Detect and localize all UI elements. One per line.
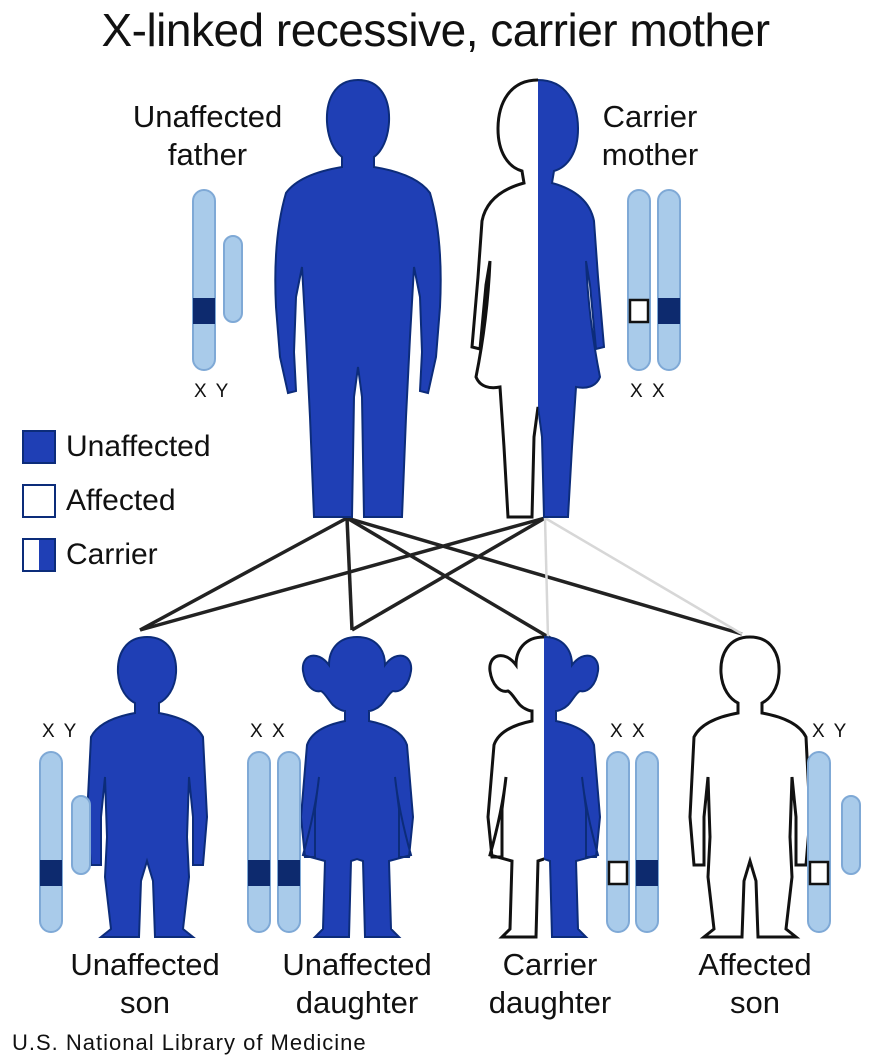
inheritance-lines-faint — [545, 518, 742, 638]
legend-item-carrier: Carrier — [22, 538, 158, 572]
son1-chromosomes — [40, 752, 90, 932]
child-label-line2: daughter — [262, 984, 452, 1022]
x-gene-normal — [193, 298, 215, 324]
line-mother-affected-son — [545, 518, 742, 634]
line-father-son — [140, 518, 347, 630]
child-label-line2: son — [680, 984, 830, 1022]
inheritance-lines — [140, 518, 742, 638]
legend-swatch-affected — [22, 484, 56, 518]
mother-label-line2: mother — [585, 136, 715, 174]
child-chromosome-labels: X Y — [42, 722, 78, 742]
legend-text-carrier: Carrier — [66, 538, 158, 572]
diagram-title: X-linked recessive, carrier mother — [0, 2, 871, 58]
child-label: Affected son — [680, 946, 830, 1022]
daughter2-chromosomes — [607, 752, 658, 932]
child-chromosome-labels: X Y — [812, 722, 848, 742]
line-mother-son — [140, 518, 545, 630]
son2-chromosomes — [808, 752, 860, 932]
chromosome-y — [224, 236, 242, 322]
legend-item-unaffected: Unaffected — [22, 430, 211, 464]
child-label: Unaffected daughter — [262, 946, 452, 1022]
father-figure — [275, 80, 440, 517]
child-figure-unaffected-son — [87, 637, 207, 937]
legend-swatch-unaffected — [22, 430, 56, 464]
daughter1-chromosomes — [248, 752, 300, 932]
chromosome-x-normal — [658, 190, 680, 370]
father-chromosome-labels: X Y — [194, 382, 230, 402]
child-figure-unaffected-daughter — [301, 637, 413, 937]
child-label: Unaffected son — [50, 946, 240, 1022]
x-gene-mutant — [630, 300, 648, 322]
legend-item-affected: Affected — [22, 484, 176, 518]
father-chromosomes — [193, 190, 242, 370]
child-label-line1: Carrier — [470, 946, 630, 984]
child-label-line2: son — [50, 984, 240, 1022]
line-father-carrier-daughter — [347, 518, 550, 638]
chromosome-x — [193, 190, 215, 370]
child-label: Carrier daughter — [470, 946, 630, 1022]
line-mother-carrier-daughter — [545, 518, 548, 638]
mother-label-line1: Carrier — [585, 98, 715, 136]
father-label-line1: Unaffected — [120, 98, 295, 136]
mother-chromosomes — [628, 190, 680, 370]
father-label: Unaffected father — [120, 98, 295, 174]
father-label-line2: father — [120, 136, 295, 174]
source-credit: U.S. National Library of Medicine — [12, 1030, 367, 1056]
legend-text-affected: Affected — [66, 484, 176, 518]
legend-swatch-carrier — [22, 538, 56, 572]
child-label-line2: daughter — [470, 984, 630, 1022]
chromosome-x-mutant — [628, 190, 650, 370]
legend-text-unaffected: Unaffected — [66, 430, 211, 464]
mother-label: Carrier mother — [585, 98, 715, 174]
child-figure-affected-son — [690, 637, 810, 937]
child-chromosome-labels: X X — [250, 722, 287, 742]
child-label-line1: Affected — [680, 946, 830, 984]
line-mother-daughter — [352, 518, 545, 630]
child-label-line1: Unaffected — [262, 946, 452, 984]
x-gene-normal — [658, 298, 680, 324]
child-figure-carrier-daughter — [488, 637, 600, 937]
mother-chromosome-labels: X X — [630, 382, 667, 402]
child-chromosome-labels: X X — [610, 722, 647, 742]
child-label-line1: Unaffected — [50, 946, 240, 984]
